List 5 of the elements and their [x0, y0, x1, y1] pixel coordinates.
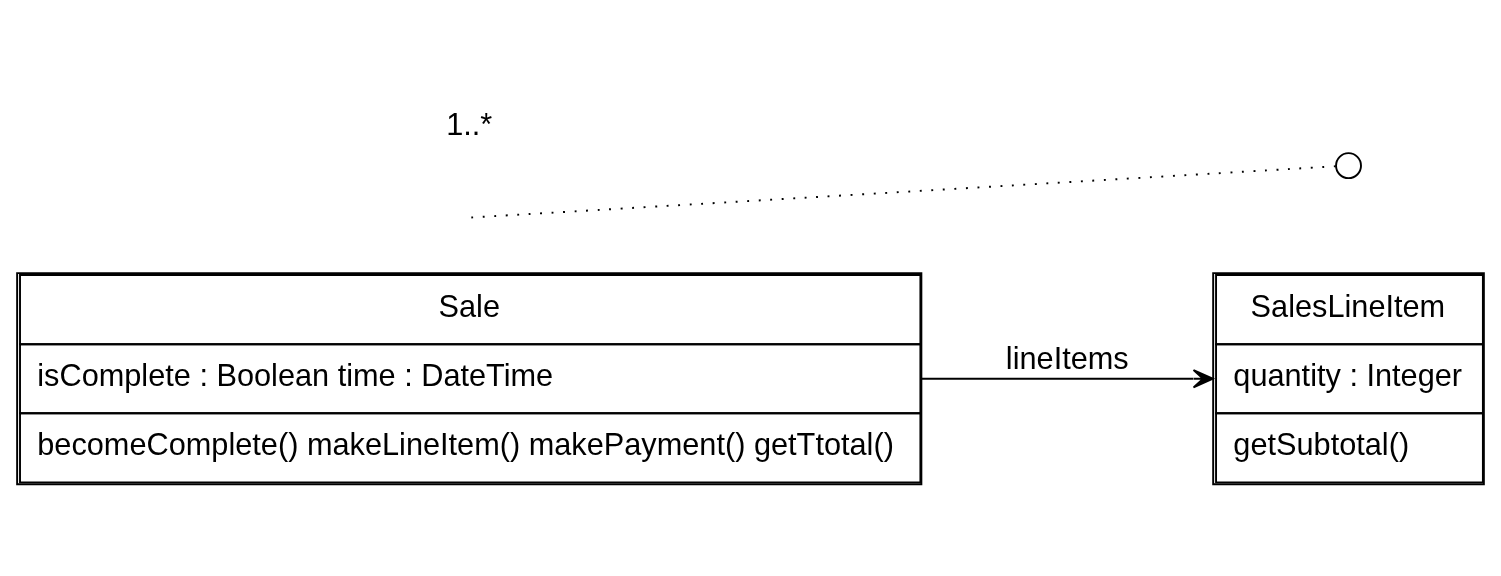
- connector: [470, 164, 1337, 218]
- node-circle: [1335, 151, 1362, 179]
- edge-label: lineItems: [1005, 340, 1129, 376]
- label: 1..*: [446, 106, 493, 142]
- arrow: [920, 368, 1214, 388]
